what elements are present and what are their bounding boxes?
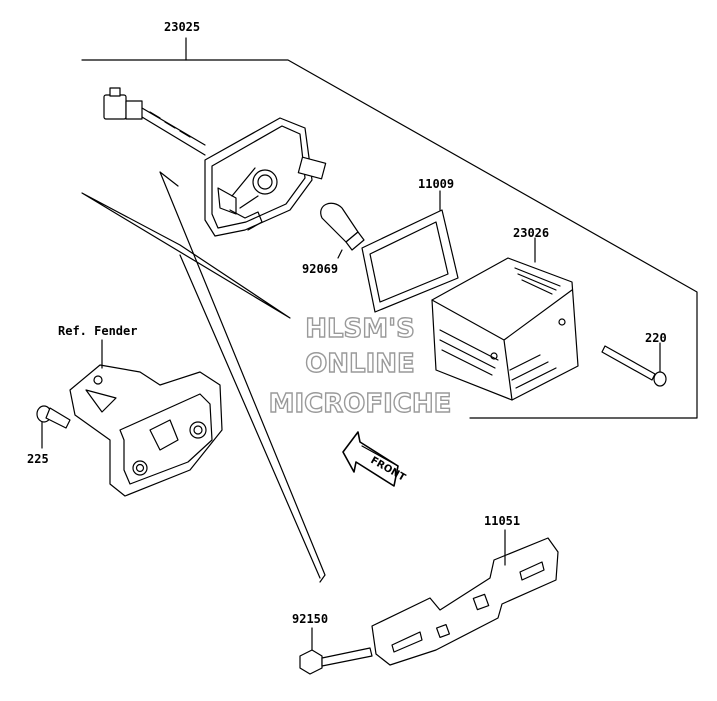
label-220: 220	[645, 331, 667, 345]
bulb	[320, 202, 365, 259]
lamp-base	[204, 117, 327, 237]
label-11051: 11051	[484, 514, 521, 528]
front-arrow	[342, 431, 399, 487]
watermark: HLSM'S ONLINE MICROFICHE	[268, 313, 452, 419]
fender-bracket	[69, 339, 223, 497]
license-bracket	[371, 529, 559, 666]
label-23026: 23026	[513, 226, 550, 240]
wire-connector	[103, 87, 206, 156]
label-11009: 11009	[418, 177, 455, 191]
label-225: 225	[27, 452, 49, 466]
label-23025: 23025	[164, 20, 201, 34]
watermark-line1: HLSM'S	[305, 314, 415, 344]
gasket	[361, 190, 459, 313]
watermark-line2: ONLINE	[305, 349, 415, 379]
assembly-outline	[81, 59, 698, 419]
label-92150: 92150	[292, 612, 329, 626]
bolt-92150	[299, 627, 373, 675]
bolt-225	[36, 405, 71, 449]
label-ref-fender: Ref. Fender	[58, 324, 138, 338]
explode-wedge	[159, 171, 326, 583]
lens-cover	[431, 237, 579, 401]
watermark-line3: MICROFICHE	[269, 389, 452, 419]
label-92069: 92069	[302, 262, 339, 276]
screw-220	[601, 342, 667, 387]
